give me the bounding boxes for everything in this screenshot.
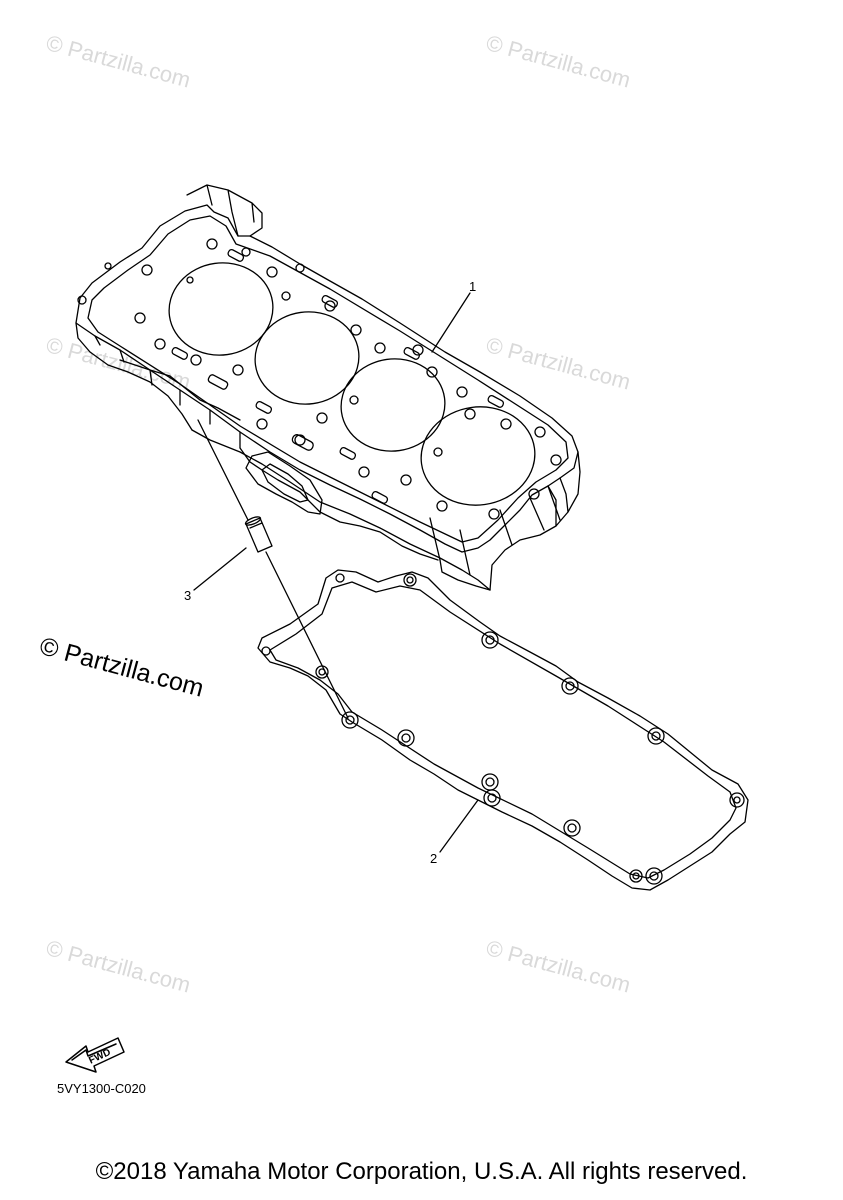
cylinder-gasket [257,569,749,891]
callout-2: 2 [430,851,438,866]
leader-lines [193,292,479,853]
fwd-arrow-icon: FWD [65,1037,125,1073]
copyright-notice: ©2018 Yamaha Motor Corporation, U.S.A. A… [95,1158,748,1185]
dowel-pin [244,516,273,553]
cylinder-block [75,184,581,591]
alignment-lines [197,419,349,719]
diagram-code: 5VY1300-C020 [57,1081,146,1096]
callout-1: 1 [469,279,477,294]
callout-3: 3 [184,588,192,603]
